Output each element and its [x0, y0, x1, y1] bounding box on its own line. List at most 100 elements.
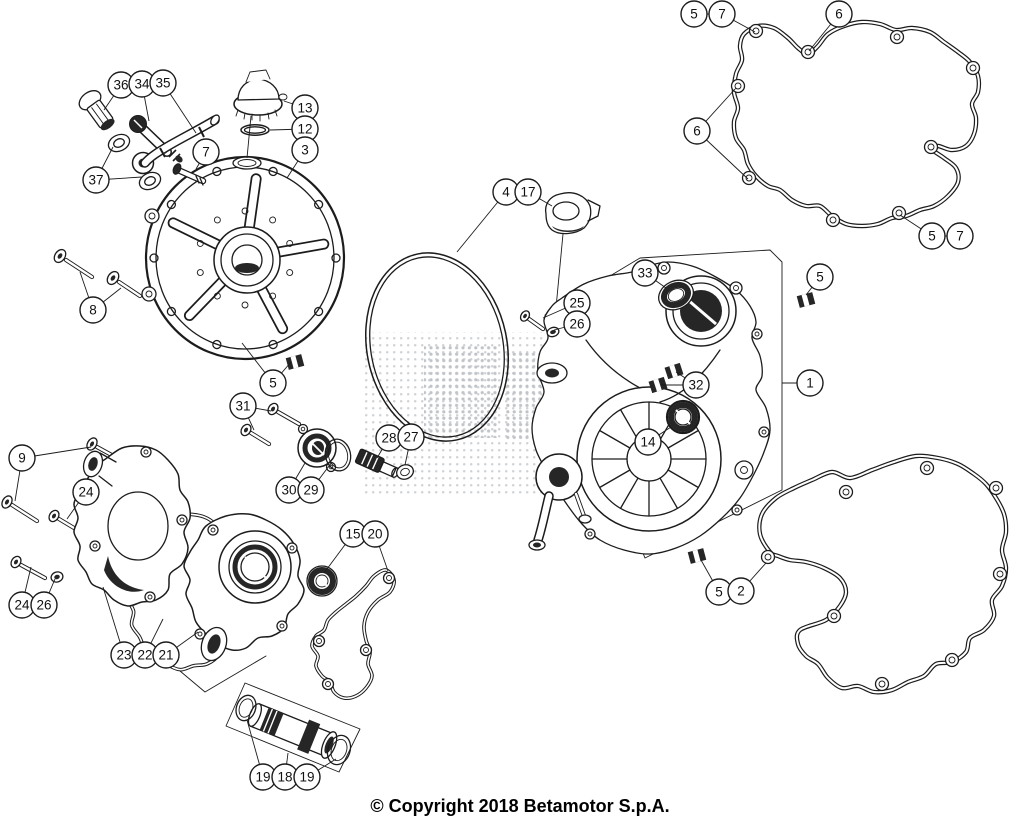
part-inner-clutch-cover [528, 261, 771, 555]
part-cap-oring [240, 124, 270, 136]
callout-12[interactable]: 12 [291, 115, 319, 143]
callout-27[interactable]: 27 [397, 423, 425, 451]
callout-9[interactable]: 9 [8, 444, 36, 472]
svg-text:19: 19 [299, 770, 314, 785]
part-filler-cap [233, 69, 288, 159]
callout-7[interactable]: 7 [192, 138, 220, 166]
callout-15[interactable]: 15 [339, 520, 367, 548]
callout-17[interactable]: 17 [514, 178, 542, 206]
callout-5[interactable]: 5 [259, 369, 287, 397]
callout-35[interactable]: 35 [149, 69, 177, 97]
callout-32[interactable]: 32 [682, 371, 710, 399]
svg-text:7: 7 [202, 145, 210, 160]
callout-6[interactable]: 6 [683, 117, 711, 145]
callout-29[interactable]: 29 [297, 476, 325, 504]
svg-text:32: 32 [688, 378, 703, 393]
svg-text:1: 1 [806, 376, 814, 391]
svg-text:25: 25 [569, 296, 584, 311]
svg-text:17: 17 [520, 185, 535, 200]
svg-text:35: 35 [155, 76, 170, 91]
callout-14[interactable]: 14 [634, 428, 662, 456]
svg-text:26: 26 [36, 598, 51, 613]
svg-text:20: 20 [367, 527, 382, 542]
callout-8[interactable]: 8 [79, 296, 107, 324]
svg-text:8: 8 [89, 303, 97, 318]
part-oring-29 [324, 438, 352, 472]
svg-text:5: 5 [269, 376, 277, 391]
callout-33[interactable]: 33 [631, 259, 659, 287]
callout-37[interactable]: 37 [82, 166, 110, 194]
callout-2[interactable]: 2 [727, 577, 755, 605]
inner-cover-assembly-box [544, 249, 783, 559]
callout-7[interactable]: 7 [708, 0, 736, 28]
part-thermostat-housing [297, 423, 337, 473]
callout-6[interactable]: 6 [825, 0, 853, 28]
rim-bolt-holes [149, 166, 341, 350]
callout-36[interactable]: 36 [107, 71, 135, 99]
svg-text:31: 31 [235, 399, 250, 414]
svg-text:15: 15 [345, 527, 360, 542]
callout-5[interactable]: 5 [918, 222, 946, 250]
callout-23[interactable]: 23 [110, 641, 138, 669]
svg-text:4: 4 [502, 185, 510, 200]
svg-text:13: 13 [297, 101, 312, 116]
copyright-text: © Copyright 2018 Betamotor S.p.A. [370, 796, 669, 816]
svg-text:12: 12 [297, 122, 312, 137]
svg-text:19: 19 [255, 770, 270, 785]
callout-24[interactable]: 24 [8, 591, 36, 619]
part-fitting [354, 448, 400, 478]
svg-text:37: 37 [88, 173, 103, 188]
svg-text:26: 26 [569, 317, 584, 332]
part-screws-31 [240, 402, 302, 447]
callout-1[interactable]: 1 [796, 369, 824, 397]
svg-text:7: 7 [956, 229, 964, 244]
svg-text:33: 33 [637, 266, 652, 281]
svg-text:28: 28 [381, 431, 396, 446]
svg-text:5: 5 [816, 270, 824, 285]
callout-22[interactable]: 22 [131, 641, 159, 669]
callout-26[interactable]: 26 [563, 310, 591, 338]
svg-text:18: 18 [277, 770, 292, 785]
svg-text:5: 5 [690, 7, 698, 22]
part-seal-ring [657, 279, 695, 311]
svg-text:14: 14 [640, 435, 656, 450]
callout-19[interactable]: 19 [293, 763, 321, 791]
callout-26[interactable]: 26 [30, 591, 58, 619]
hub-hole-ring [196, 207, 294, 309]
callout-21[interactable]: 21 [152, 641, 180, 669]
callout-7[interactable]: 7 [946, 222, 974, 250]
part-plug [78, 90, 115, 131]
svg-text:30: 30 [281, 483, 296, 498]
part-bearing [665, 399, 701, 435]
svg-text:24: 24 [14, 598, 30, 613]
part-water-pump-body [183, 512, 305, 662]
part-shaft-kit [179, 655, 361, 773]
svg-text:34: 34 [134, 77, 150, 92]
callout-5[interactable]: 5 [806, 263, 834, 291]
part-outer-clutch-cover [141, 155, 346, 361]
part-bolts-8 [53, 248, 143, 299]
part-oring-large [364, 252, 510, 442]
svg-text:7: 7 [718, 7, 726, 22]
svg-text:3: 3 [301, 143, 309, 158]
part-washer-27 [396, 464, 414, 480]
svg-text:27: 27 [403, 430, 418, 445]
part-gasket-flywheel-cover [757, 453, 1009, 695]
svg-text:29: 29 [303, 483, 318, 498]
svg-text:22: 22 [137, 648, 152, 663]
svg-text:5: 5 [715, 585, 723, 600]
part-screws-24 [10, 509, 82, 583]
callout-31[interactable]: 31 [229, 392, 257, 420]
svg-text:6: 6 [693, 124, 701, 139]
svg-text:6: 6 [835, 7, 843, 22]
callout-3[interactable]: 3 [291, 136, 319, 164]
svg-text:5: 5 [928, 229, 936, 244]
part-dowels [648, 362, 684, 394]
callout-5[interactable]: 5 [680, 0, 708, 28]
part-gasket-clutch-cover [730, 19, 982, 229]
part-water-pump-cover [73, 445, 191, 607]
svg-text:9: 9 [18, 451, 26, 466]
callout-24[interactable]: 24 [72, 478, 100, 506]
callout-20[interactable]: 20 [361, 520, 389, 548]
